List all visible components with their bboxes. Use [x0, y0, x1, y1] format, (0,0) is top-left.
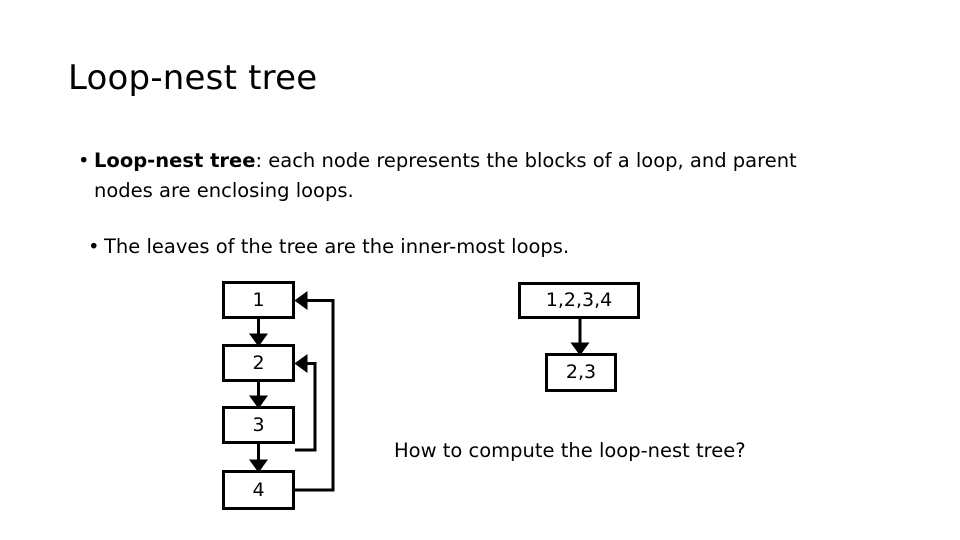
cfg-node-2: 2 [222, 344, 295, 382]
bullet-item-2-text: The leaves of the tree are the inner-mos… [104, 235, 570, 258]
bullet-item-2: • The leaves of the tree are the inner-m… [70, 232, 860, 262]
bullet-item-1-lead: Loop-nest tree [94, 149, 256, 172]
cfg-node-4: 4 [222, 470, 295, 510]
bullet-item-1: • Loop-nest tree: each node represents t… [70, 146, 860, 206]
cfg-backedge-4-to-1 [294, 290, 335, 492]
question-text: How to compute the loop-nest tree? [394, 439, 746, 462]
bullet-marker-icon: • [78, 149, 90, 172]
cfg-node-1: 1 [222, 281, 295, 319]
cfg-node-3: 3 [222, 406, 295, 444]
bullet-item-1-text: : each node represents the blocks of a l… [94, 149, 797, 202]
cfg-backedge-3-to-2 [294, 353, 317, 452]
tree-node-child: 2,3 [545, 353, 617, 392]
tree-node-root: 1,2,3,4 [518, 282, 640, 319]
bullet-list: • Loop-nest tree: each node represents t… [70, 146, 860, 262]
page-title: Loop-nest tree [68, 58, 318, 98]
bullet-marker-icon: • [88, 235, 100, 258]
